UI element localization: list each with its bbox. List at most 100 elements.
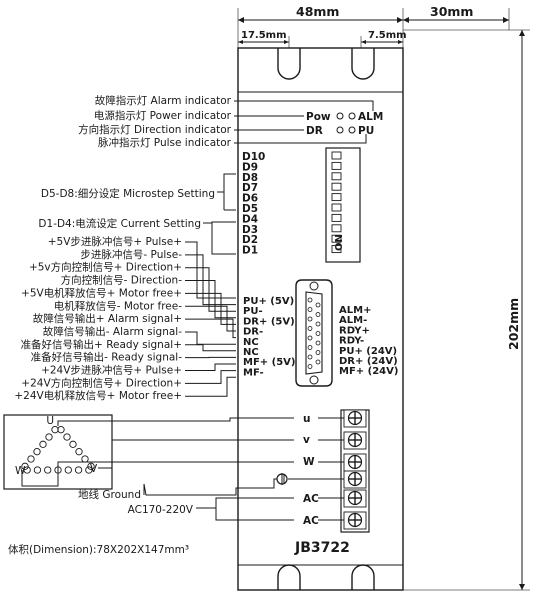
db15-pin-icon <box>307 364 313 369</box>
db15-pin-icon <box>307 335 313 341</box>
terminal-label-4: AC <box>303 493 319 505</box>
db15-right-pin-1: ALM+ <box>339 305 371 316</box>
signal-wire <box>185 254 236 306</box>
dip-label-d3: D3 <box>242 224 258 236</box>
signal-wire <box>185 370 236 384</box>
db15-right-pin-4: RDY- <box>339 336 364 347</box>
signal-label-13: +24V电机释放信号+ Motor free+ <box>14 389 182 402</box>
motor-w-label: W <box>15 465 26 477</box>
db15-screw-top-icon <box>309 281 319 291</box>
signal-label-9: 准备好信号输出+ Ready signal+ <box>21 338 182 351</box>
db15-connector <box>295 279 333 387</box>
db15-pin-icon <box>315 340 321 346</box>
dip-label-d10: D10 <box>242 151 265 163</box>
dip-brackets <box>203 173 236 255</box>
db15-left-pin-6: NC <box>243 347 259 358</box>
signal-wire <box>185 376 236 397</box>
signal-label-12: +24V方向控制信号+ Direction+ <box>21 376 182 389</box>
signal-labels: +5V步进脉冲信号+ Pulse+步进脉冲信号- Pulse-+5v方向控制信号… <box>14 235 182 402</box>
motor-coils-icon <box>21 426 95 474</box>
signal-wire <box>185 363 236 371</box>
terminal-label-2: v <box>303 434 310 446</box>
motor-u-label: U <box>46 415 54 427</box>
current-setting-label: D1-D4:电流设定 Current Setting <box>38 217 201 230</box>
ground-label: 地线 Ground <box>78 488 141 501</box>
db15-pin-icon <box>307 297 313 303</box>
signal-label-7: 故障信号输出+ Alarm signal+ <box>33 312 182 325</box>
power-indicator-label: 电源指示灯 Power indicator <box>94 109 232 122</box>
pu-led-label: PU <box>358 125 374 137</box>
signal-wire <box>185 267 236 312</box>
signal-label-2: 步进脉冲信号- Pulse- <box>80 248 182 261</box>
signal-wire <box>185 280 236 319</box>
signal-wires <box>185 241 236 397</box>
signal-label-6: 电机释放信号- Motor free- <box>54 299 183 312</box>
dr-led-icon <box>336 126 344 134</box>
dim-hole-right: 7.5mm <box>368 30 407 41</box>
db15-pin-icon <box>315 359 321 365</box>
dim-height: 202mm <box>506 298 521 350</box>
dip-switch-cell <box>331 224 342 233</box>
db15-left-pin-5: NC <box>243 337 259 348</box>
signal-label-10: 准备好信号输出- Ready signal- <box>31 351 183 364</box>
dip-switch-cell <box>331 172 342 181</box>
indicator-leds <box>234 100 374 144</box>
dip-switch-cell <box>331 182 342 191</box>
volume-label: 体积(Dimension):78X202X147mm³ <box>8 544 189 556</box>
terminal-label-3: W <box>303 456 315 468</box>
microstep-setting-label: D5-D8:细分设定 Microstep Setting <box>41 187 215 200</box>
dip-label-d6: D6 <box>242 193 258 205</box>
signal-wire <box>185 318 236 339</box>
signal-wire <box>185 344 236 352</box>
model-name: JB3722 <box>294 540 350 556</box>
signal-label-5: +5V电机释放信号+ Motor free+ <box>21 286 182 299</box>
dip-switch-cell <box>331 161 342 170</box>
ac-range-label: AC170-220V <box>128 504 194 516</box>
dip-label-d9: D9 <box>242 161 258 173</box>
direction-indicator-label: 方向指示灯 Direction indicator <box>78 123 232 136</box>
db15-pin-icon <box>315 321 321 327</box>
db15-pin-icon <box>315 312 321 317</box>
ac-input-wires <box>196 497 294 521</box>
dip-switch-cell <box>331 213 342 222</box>
db15-screw-bottom-icon <box>309 375 319 385</box>
motor-v-label: V <box>90 463 98 475</box>
signal-label-11: +24V步进脉冲信号+ Pulse+ <box>41 364 182 377</box>
db15-right-pin-6: DR+ (24V) <box>339 356 398 367</box>
db15-pin-icon <box>307 326 313 331</box>
terminal-block <box>340 409 370 533</box>
terminal-label-1: u <box>303 413 310 425</box>
db15-right-pin-7: MF+ (24V) <box>339 366 398 377</box>
db15-pin-icon <box>307 354 313 360</box>
dr-led-label: DR <box>306 125 323 137</box>
dip-switch-cell <box>331 151 342 160</box>
db15-pin-icon <box>315 331 321 336</box>
dip-switch-cell <box>331 245 342 254</box>
db15-right-labels: ALM+ALM-RDY+RDY-PU+ (24V)DR+ (24V)MF+ (2… <box>339 305 398 377</box>
db15-pin-icon <box>315 350 321 355</box>
pow-led-icon <box>336 112 344 120</box>
db15-left-pin-4: DR- <box>243 327 263 338</box>
signal-label-4: 方向控制信号- Direction- <box>61 274 183 287</box>
signal-label-1: +5V步进脉冲信号+ Pulse+ <box>48 235 182 248</box>
db15-left-pin-2: PU- <box>243 306 263 317</box>
dip-label-d2: D2 <box>242 234 258 246</box>
dim-depth: 30mm <box>430 4 473 19</box>
alarm-indicator-label: 故障指示灯 Alarm indicator <box>95 94 232 107</box>
ground-terminal <box>143 473 288 496</box>
alm-led-icon <box>348 112 356 120</box>
dip-label-d7: D7 <box>242 182 258 194</box>
dip-switch-cell <box>331 203 342 212</box>
dip-label-d4: D4 <box>242 213 258 225</box>
db15-right-pin-2: ALM- <box>339 315 367 326</box>
db15-pin-icon <box>315 302 321 308</box>
db15-right-pin-3: RDY+ <box>339 325 370 336</box>
dip-label-d8: D8 <box>242 172 258 184</box>
db15-pin-icon <box>307 345 313 350</box>
dip-on-label: ON <box>334 234 345 251</box>
